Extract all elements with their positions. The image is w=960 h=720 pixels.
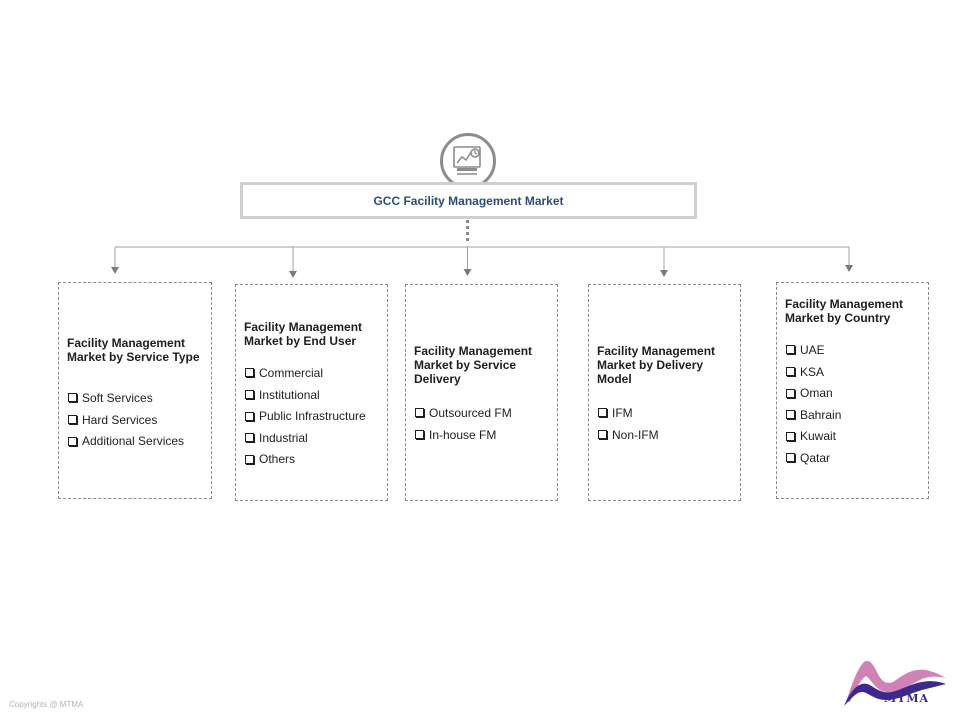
branch-connector-4 <box>660 247 668 277</box>
list-item: Hard Services <box>67 410 203 432</box>
root-title: GCC Facility Management Market <box>373 193 564 208</box>
arrow-down-icon <box>463 269 472 276</box>
checkbox-bullet-icon <box>415 429 424 439</box>
list-item: Qatar <box>785 448 920 470</box>
segment-title: Facility Management Market by End User <box>244 320 363 348</box>
root-node: GCC Facility Management Market <box>240 182 697 219</box>
checkbox-bullet-icon <box>245 411 254 421</box>
checkbox-bullet-icon <box>245 368 254 378</box>
list-item: Bahrain <box>785 405 920 427</box>
branch-connector-3 <box>463 247 472 276</box>
branch-connector-1 <box>111 247 119 274</box>
segment-service-type: Facility Management Market by Service Ty… <box>58 282 212 499</box>
arrow-down-icon <box>660 270 668 277</box>
list-item: Additional Services <box>67 431 203 453</box>
list-item: Kuwait <box>785 426 920 448</box>
segment-service-delivery: Facility Management Market by Service De… <box>405 284 558 501</box>
checkbox-bullet-icon <box>786 366 795 376</box>
checkbox-bullet-icon <box>786 453 795 463</box>
checkbox-bullet-icon <box>598 429 607 439</box>
checkbox-bullet-icon <box>598 408 607 418</box>
list-item: In-house FM <box>414 425 549 447</box>
segment-end-user: Facility Management Market by End User C… <box>235 284 388 501</box>
list-item: Others <box>244 449 379 471</box>
list-item: KSA <box>785 362 920 384</box>
checkbox-bullet-icon <box>786 410 795 420</box>
list-item: Commercial <box>244 363 379 385</box>
checkbox-bullet-icon <box>245 389 254 399</box>
copyright-text: Copyrights @ MTMA <box>9 700 84 709</box>
list-item: IFM <box>597 403 732 425</box>
list-item: Industrial <box>244 428 379 450</box>
list-item: UAE <box>785 340 920 362</box>
branch-connector-5 <box>845 247 853 272</box>
list-item: Outsourced FM <box>414 403 549 425</box>
checkbox-bullet-icon <box>786 431 795 441</box>
list-item: Institutional <box>244 385 379 407</box>
list-item: Soft Services <box>67 388 203 410</box>
segment-title: Facility Management Market by Delivery M… <box>597 344 716 386</box>
logo-text: MTMA <box>884 692 930 705</box>
arrow-down-icon <box>111 267 119 274</box>
list-item: Oman <box>785 383 920 405</box>
checkbox-bullet-icon <box>245 433 254 443</box>
checkbox-bullet-icon <box>68 436 77 446</box>
checkbox-bullet-icon <box>786 345 795 355</box>
arrow-down-icon <box>845 265 853 272</box>
segment-country: Facility Management Market by Country UA… <box>776 282 929 499</box>
segment-title: Facility Management Market by Service Ty… <box>67 336 200 364</box>
list-item: Non-IFM <box>597 425 732 447</box>
checkbox-bullet-icon <box>68 414 77 424</box>
list-item: Public Infrastructure <box>244 406 379 428</box>
checkbox-bullet-icon <box>245 454 254 464</box>
segment-title: Facility Management Market by Service De… <box>414 344 533 386</box>
segment-delivery-model: Facility Management Market by Delivery M… <box>588 284 741 501</box>
arrow-down-icon <box>289 271 297 278</box>
mtma-logo-icon <box>844 660 946 706</box>
analytics-report-icon <box>440 133 496 189</box>
branch-connector-2 <box>289 247 297 278</box>
checkbox-bullet-icon <box>786 388 795 398</box>
checkbox-bullet-icon <box>415 408 424 418</box>
checkbox-bullet-icon <box>68 393 77 403</box>
segment-title: Facility Management Market by Country <box>785 297 904 325</box>
